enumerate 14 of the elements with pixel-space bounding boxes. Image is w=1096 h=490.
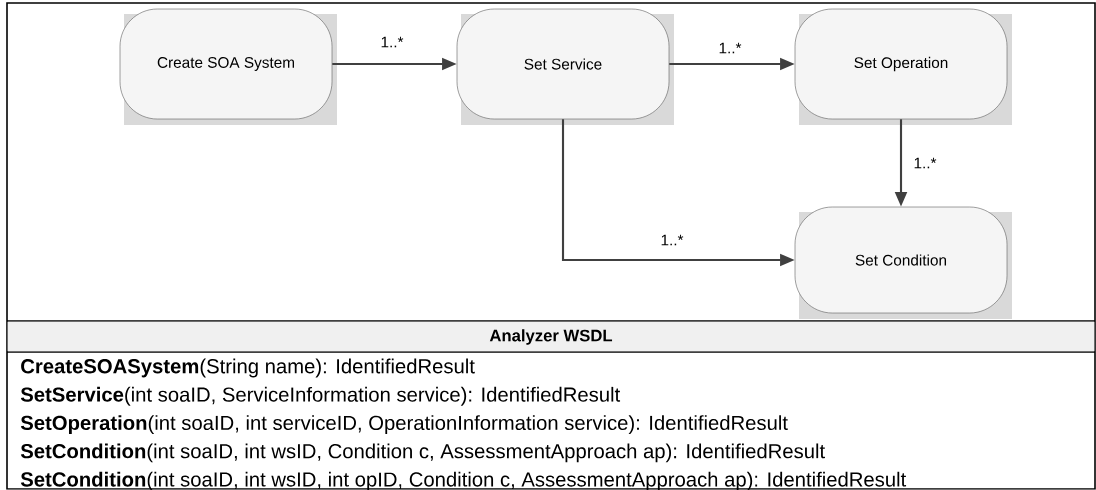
method-signature: SetService(int soaID, ServiceInformation service): IdentifiedResult [20,386,621,406]
process-box: Create SOA System [119,8,337,125]
table-header: Analyzer WSDL [7,321,1095,352]
edge-label: 1..* [912,156,938,170]
process-box: Set Condition [794,206,1012,319]
method-signature: CreateSOASystem(String name): IdentifiedResult [21,358,475,378]
process-box: Set Service [456,8,674,125]
edge-label: 1..* [379,35,405,49]
edge-label: 1..* [717,41,743,55]
method-signature: SetOperation(int soaID, int serviceID, OperationInformation service): IdentifiedResult [20,415,788,435]
process-box: Set Operation [794,8,1012,125]
edge-label: 1..* [659,233,685,247]
method-signature: SetCondition(int soaID, int wsID, Condition c, AssessmentApproach ap): IdentifiedResult [20,443,825,463]
method-signature: SetCondition(int soaID, int wsID, int opID, Condition c, AssessmentApproach ap): IdentifiedResult [20,471,907,490]
